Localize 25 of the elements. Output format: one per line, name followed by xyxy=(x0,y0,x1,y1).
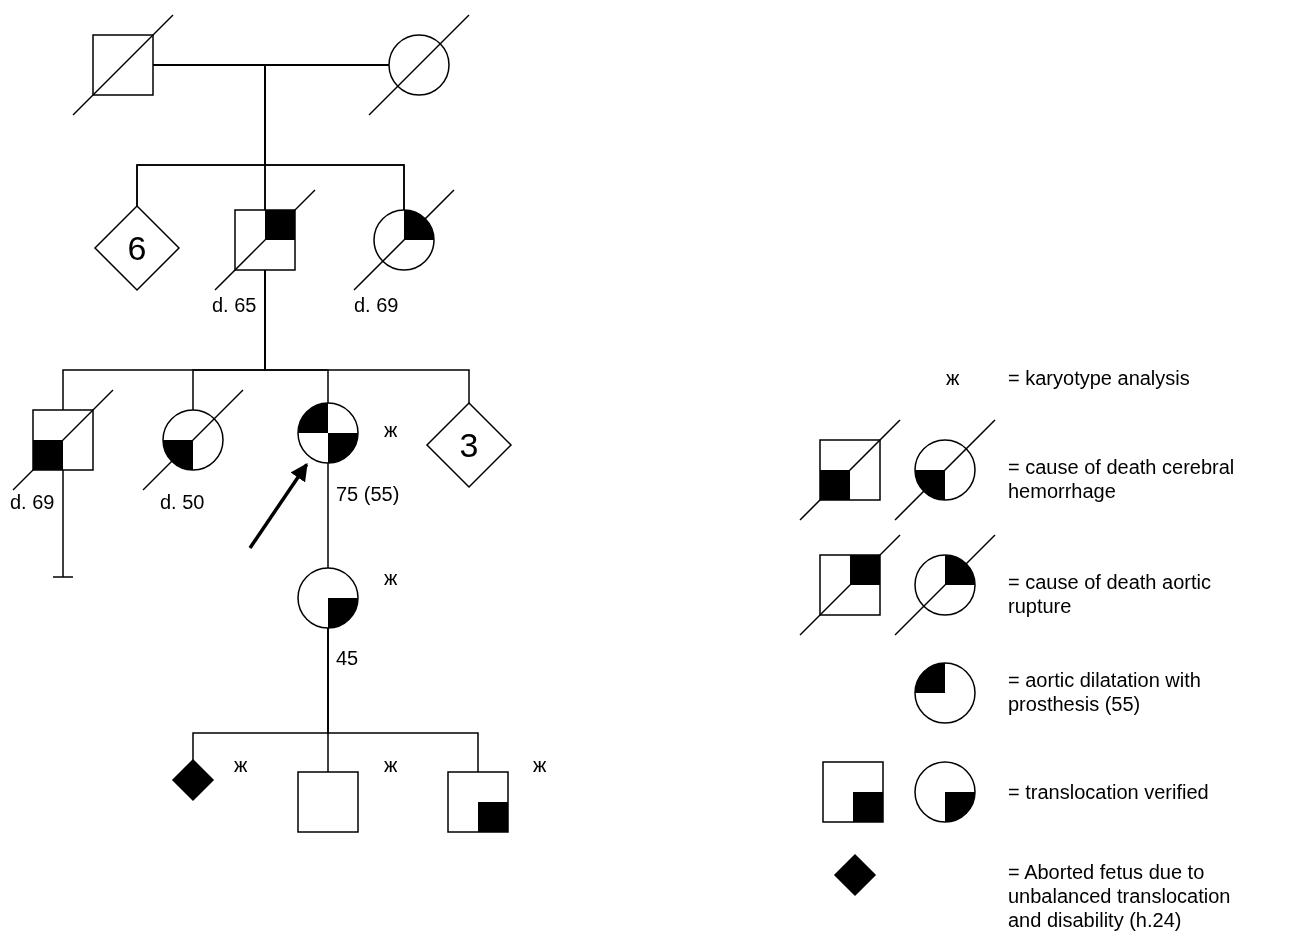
descent-line xyxy=(327,462,329,569)
descent-line xyxy=(62,469,64,578)
descent-line xyxy=(327,627,479,773)
karyotype-mark: ж xyxy=(384,753,398,777)
age-label: d. 69 xyxy=(10,490,55,514)
age-label: d. 50 xyxy=(160,490,205,514)
karyotype-mark: ж xyxy=(384,418,398,442)
age-label: 45 xyxy=(336,646,359,670)
legend-text: = aortic dilatation with prosthesis (55) xyxy=(1008,668,1202,716)
age-label: 75 (55) xyxy=(336,482,400,506)
age-label: d. 65 xyxy=(212,293,257,317)
sibling-count: 6 xyxy=(127,228,147,268)
karyotype-mark: ж xyxy=(946,366,960,390)
proband-arrow xyxy=(248,463,309,549)
karyotype-mark: ж xyxy=(533,753,547,777)
legend-text: = cause of death cerebral hemorrhage xyxy=(1008,455,1236,503)
legend-text: = karyotype analysis xyxy=(1008,366,1191,390)
legend-text: = translocation verified xyxy=(1008,780,1210,804)
karyotype-mark: ж xyxy=(384,566,398,590)
descent-line xyxy=(264,269,470,404)
sibling-count: 3 xyxy=(459,425,479,465)
legend-text: = cause of death aortic rupture xyxy=(1008,570,1212,618)
karyotype-mark: ж xyxy=(234,753,248,777)
legend-text: = Aborted fetus due to unbalanced translocation and disability (h.24) xyxy=(1008,860,1232,932)
age-label: d. 69 xyxy=(354,293,399,317)
